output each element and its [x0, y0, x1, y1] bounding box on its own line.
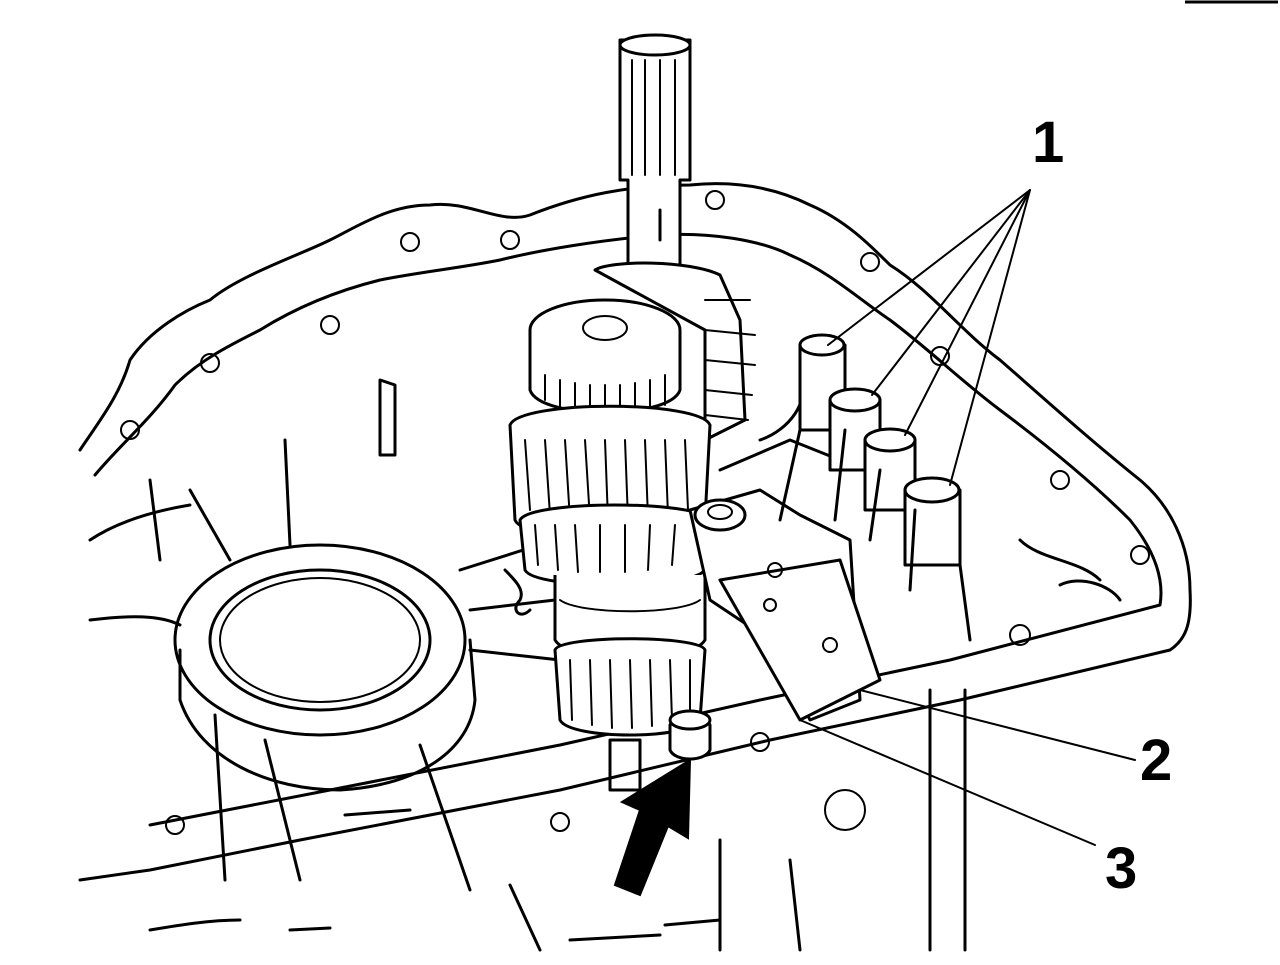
- arrow-icon: [613, 758, 692, 897]
- selector-plugs: [778, 333, 1122, 642]
- callout-2: 2: [1140, 728, 1172, 793]
- shift-fork-bracket: [688, 378, 882, 722]
- gear-stack: [503, 261, 756, 737]
- bearing-bore: [88, 378, 562, 932]
- lower-housing: [508, 688, 967, 952]
- callout-1: 1: [1032, 110, 1064, 175]
- input-shaft: [618, 33, 692, 282]
- callout-3: 3: [1105, 836, 1137, 901]
- leader-lines: [799, 189, 1136, 846]
- bolt-arrow: [613, 709, 712, 897]
